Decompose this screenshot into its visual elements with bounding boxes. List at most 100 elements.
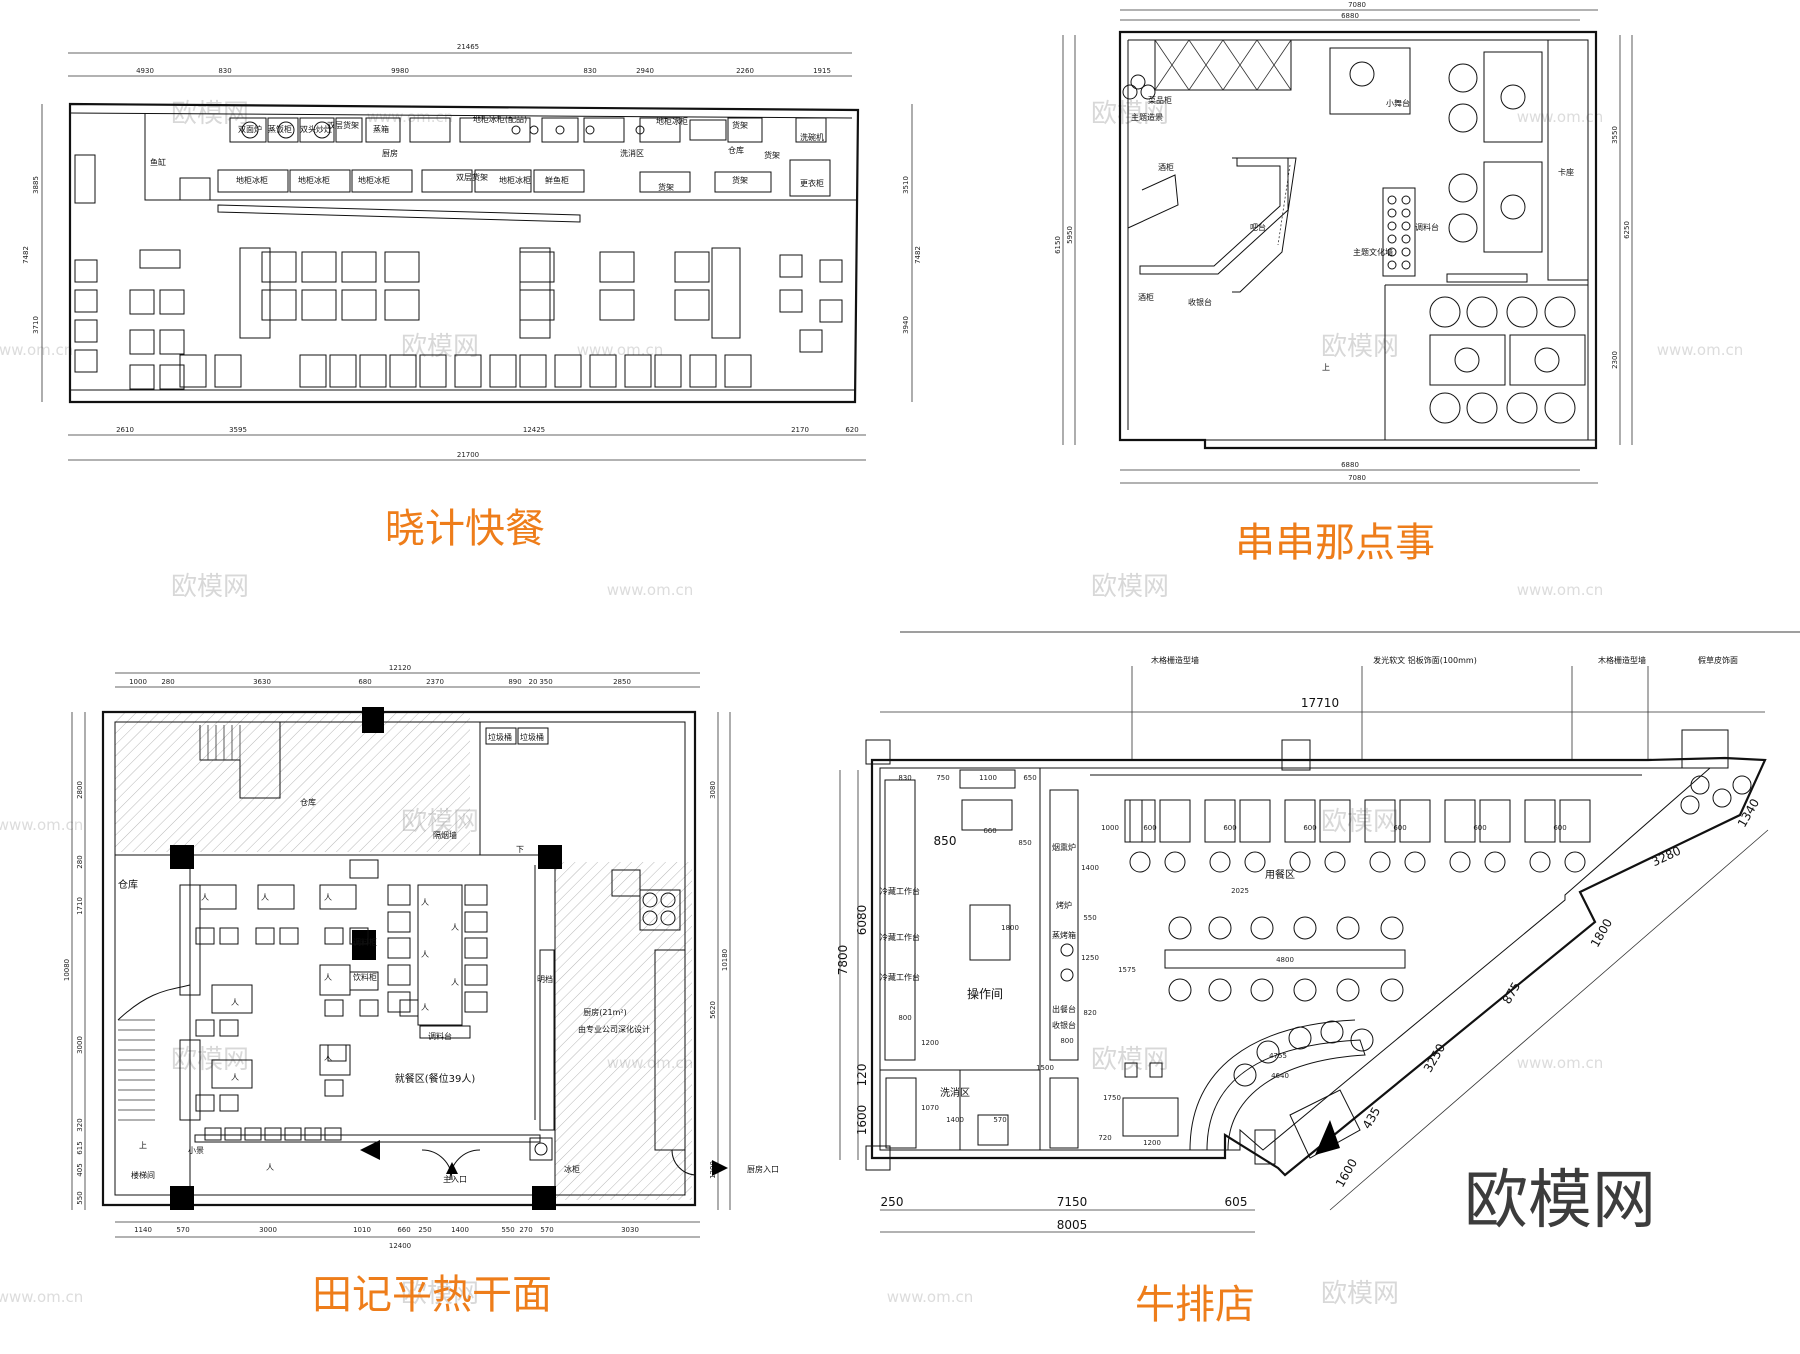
dim-label: 20	[529, 678, 538, 686]
watermark-text: 欧模网	[171, 572, 249, 602]
dim-label: 1200	[921, 1039, 939, 1047]
watermark-url: www.om.cn	[887, 1288, 974, 1306]
dim-label: 1010	[353, 1226, 371, 1234]
watermark-url: www.om.cn	[367, 108, 454, 126]
stair-label: 上	[1322, 363, 1330, 372]
booth	[519, 247, 551, 339]
equipment-label: 地柜冰柜	[499, 175, 531, 185]
plant-pots	[1122, 74, 1156, 100]
stool	[1380, 978, 1404, 1002]
inner-wall-line	[114, 721, 686, 1196]
stove-burner	[313, 121, 331, 139]
stool	[1380, 916, 1404, 940]
plan-tianji-noodles: 12120 1000 280 3630 680 2370 890 20 350 …	[63, 664, 779, 1318]
booth-seat	[489, 354, 517, 388]
dim-label: 6250	[1623, 221, 1631, 239]
chair	[464, 911, 488, 933]
plan-chuanchuan: 7080 6880 6880 7080 6150 5950 3550 6250 …	[1054, 1, 1633, 566]
kitchen-partition	[880, 768, 1041, 1150]
dim-label: 830	[218, 67, 231, 75]
sauce-bowl	[1401, 221, 1411, 231]
kitchen-unit	[789, 159, 831, 197]
watermark-text: 欧模网	[1321, 1279, 1399, 1309]
partition-wall	[479, 722, 556, 1195]
dim-label: 3510	[902, 176, 910, 194]
chair	[219, 927, 239, 945]
kitchen-unit	[714, 171, 772, 193]
table	[341, 289, 377, 321]
seat	[74, 289, 98, 313]
stove-burner	[660, 892, 676, 908]
dim-label: 3000	[76, 1036, 84, 1054]
stove-burner	[277, 121, 295, 139]
equipment-label: 货架	[732, 120, 748, 130]
dining-table	[1122, 1097, 1179, 1137]
curved-bar-outer	[1189, 1019, 1356, 1151]
hotpot-ring	[1500, 84, 1526, 110]
room-label: 厨房	[382, 148, 398, 158]
culture-wall	[1446, 273, 1528, 283]
dim-label: 2260	[736, 67, 754, 75]
equipment-label: 垃圾桶	[488, 732, 512, 742]
watermark-text: 欧模网	[1091, 1045, 1169, 1075]
dim-label: 850	[934, 834, 957, 848]
booth	[239, 247, 271, 339]
equipment-label: 货架	[658, 182, 674, 192]
table	[384, 251, 420, 283]
booth-seat	[419, 354, 447, 388]
table	[301, 251, 337, 283]
room-label: 仓库	[300, 797, 316, 807]
dim-label: 17710	[1301, 696, 1339, 710]
booth-seat	[454, 354, 482, 388]
seat-label: 人	[421, 950, 429, 959]
equipment-label: 冷藏工作台	[880, 972, 920, 982]
equipment-label: 收银台	[1052, 1020, 1076, 1030]
cashier-counter	[1232, 157, 1297, 293]
chair	[349, 927, 369, 945]
plan4-labels: 操作间 洗消区 用餐区 冷藏工作台 冷藏工作台 冷藏工作台 出餐台 收银台 烟熏…	[880, 842, 1295, 1099]
dim-label: 120	[855, 1064, 869, 1087]
table	[139, 249, 181, 269]
dim-label: 1000	[129, 678, 147, 686]
plan-title: 串串那点事	[1235, 520, 1435, 566]
dim-label: 250	[881, 1195, 904, 1209]
outer-wall	[870, 756, 1767, 1177]
chair	[324, 999, 344, 1017]
marker-label: 下	[516, 845, 524, 854]
chair	[387, 911, 411, 933]
equipment-label: 冷藏工作台	[880, 886, 920, 896]
seat	[129, 289, 155, 315]
brand-logo: 欧模网	[1464, 1164, 1656, 1238]
plant-pot	[1690, 775, 1710, 795]
seat	[74, 319, 98, 343]
chair	[464, 964, 488, 986]
plan-title: 晓计快餐	[385, 506, 545, 552]
table	[211, 984, 253, 1014]
seat-label: 人	[231, 998, 239, 1007]
room-label: 菜品柜	[1148, 95, 1172, 105]
dining-chair	[1544, 392, 1576, 424]
plan2-labels: 菜品柜 小舞台 主题造景 酒柜 吧台 调料台 主题文化墙 卡座 酒柜 收银台 上	[1131, 95, 1574, 372]
chair	[324, 1079, 344, 1097]
dim-label: 7150	[1057, 1195, 1088, 1209]
dim-label: 600	[1143, 824, 1156, 832]
freezer	[529, 1137, 553, 1161]
room-label: 吧台	[1250, 222, 1266, 232]
booth-seat	[299, 354, 327, 388]
table	[261, 251, 297, 283]
kitchen-unit	[267, 117, 299, 143]
stool	[1293, 978, 1317, 1002]
dim-label: 280	[76, 855, 84, 868]
booth-seating	[1547, 39, 1589, 281]
seat-label: 人	[421, 898, 429, 907]
dining-chair	[1466, 296, 1498, 328]
sauce-bowl	[1401, 195, 1411, 205]
sauce-bowl	[1387, 195, 1397, 205]
booth-seat	[389, 354, 417, 388]
dim-label: 4930	[136, 67, 154, 75]
equipment-label: 明档	[537, 974, 553, 984]
dim-label: 605	[1225, 1195, 1248, 1209]
dim-left: 7800 6080 1600 120	[836, 905, 869, 1136]
kitchen-unit	[217, 169, 289, 193]
seat	[159, 364, 185, 390]
